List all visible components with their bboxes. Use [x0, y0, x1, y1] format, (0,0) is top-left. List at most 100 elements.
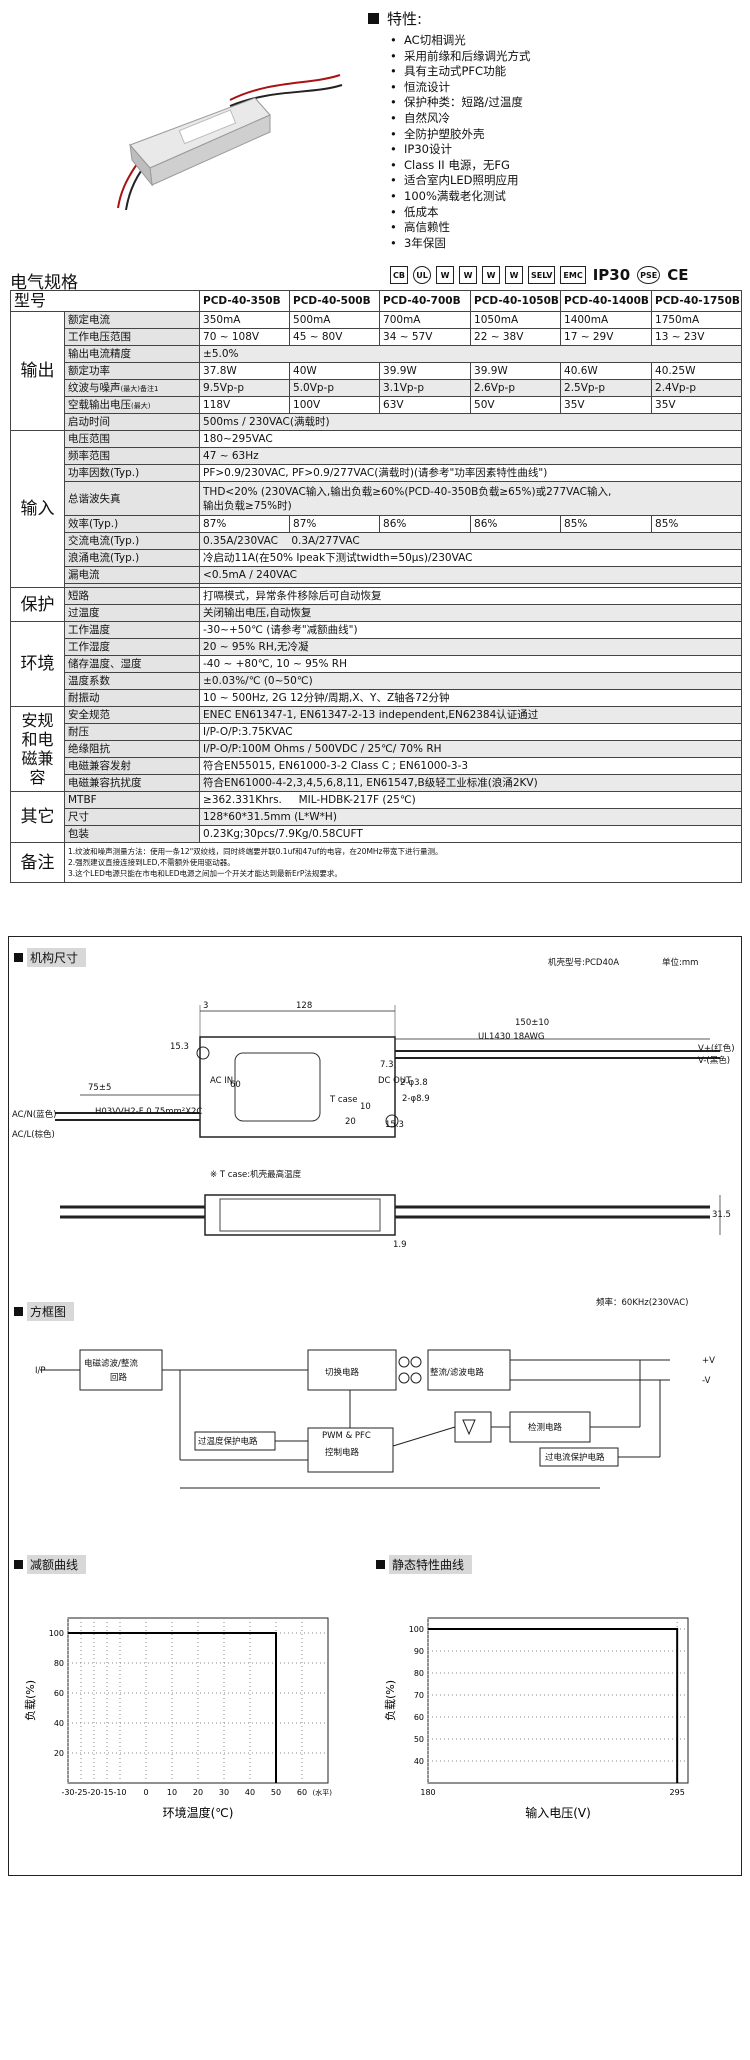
cell: 10 ~ 500Hz, 2G 12分钟/周期,X、Y、Z轴各72分钟 — [199, 689, 743, 707]
w-cert-icon: W — [505, 266, 523, 284]
terminal-vminus: V-(黑色) — [698, 1056, 731, 1066]
pwm-block-line2: 控制电路 — [325, 1448, 360, 1458]
dim-7-3: 7.3 — [380, 1060, 394, 1070]
square-bullet-icon — [376, 1560, 385, 1569]
row-label: 工作电压范围 — [63, 328, 201, 346]
emc-cert-icon: EMC — [560, 266, 586, 284]
x-tick-label: 0 — [143, 1788, 148, 1797]
dim-phi38: 2-φ3.8 — [400, 1078, 428, 1088]
cb-cert-icon: CB — [390, 266, 408, 284]
x-tick-label: 50 — [271, 1788, 281, 1797]
selv-cert-icon: SELV — [528, 266, 556, 284]
cell: 180~295VAC — [199, 430, 743, 448]
feature-item: 恒流设计 — [390, 80, 738, 96]
dim-1-9: 1.9 — [393, 1240, 407, 1250]
feature-item: Class II 电源，无FG — [390, 158, 738, 174]
cell: 35V — [651, 396, 743, 414]
feature-item: IP30设计 — [390, 142, 738, 158]
x-tick-label: 295 — [670, 1788, 685, 1797]
note-line: 2.强烈建议直接连接到LED,不需额外使用驱动器。 — [68, 858, 235, 867]
y-axis-label: 负载(%) — [383, 1680, 397, 1721]
row-label: 纹波与噪声(最大)备注1 — [63, 379, 201, 397]
cell: 700mA — [379, 311, 472, 329]
dim-input-cable: H03VVH2-F 0.75mm²X2C — [95, 1107, 203, 1117]
feature-item: 具有主动式PFC功能 — [390, 64, 738, 80]
row-label: 电压范围 — [63, 430, 201, 448]
cell: I/P-O/P:3.75KVAC — [199, 723, 743, 741]
row-label-text: 纹波与噪声 — [68, 381, 121, 394]
cell: 37.8W — [199, 362, 291, 380]
cell: 35V — [560, 396, 653, 414]
x-tick-label: 20 — [193, 1788, 203, 1797]
row-label: 输出电流精度 — [63, 345, 201, 363]
cell: 47 ~ 63Hz — [199, 447, 743, 465]
x-tick-label: -10 — [113, 1788, 126, 1797]
features-title: 特性: — [387, 10, 423, 28]
model-name: PCD-40-700B — [379, 290, 472, 312]
cell: 关闭输出电压,自动恢复 — [199, 604, 743, 622]
pwm-block-line1: PWM & PFC — [322, 1431, 371, 1441]
ip30-cert-icon: IP30 — [592, 266, 631, 284]
product-photo — [110, 60, 360, 211]
row-label: 过温度 — [63, 604, 201, 622]
model-name: PCD-40-1050B — [470, 290, 562, 312]
x-tick-label: -15 — [100, 1788, 113, 1797]
row-label: 启动时间 — [63, 413, 201, 431]
row-label: 空载输出电压(最大) — [63, 396, 201, 414]
cell: 打嗝模式，异常条件移除后可自动恢复 — [199, 587, 743, 605]
row-label: 耐压 — [63, 723, 201, 741]
cell: 63V — [379, 396, 472, 414]
block-title: 方框图 — [27, 1302, 75, 1321]
feature-item: 保护种类：短路/过温度 — [390, 95, 738, 111]
certification-logos: CB UL W W W W SELV EMC IP30 PSE CE — [390, 266, 691, 284]
terminal-vplus: V+(红色) — [698, 1044, 735, 1054]
cell: 5.0Vp-p — [289, 379, 381, 397]
static-section-title: 静态特性曲线 — [376, 1555, 473, 1574]
x-tick-label: -25 — [74, 1788, 87, 1797]
row-label: 包装 — [63, 825, 201, 843]
terminal-acl: AC/L(棕色) — [12, 1130, 55, 1140]
row-label-note: (最大) — [131, 401, 151, 410]
mech-section-title: 机构尺寸 — [14, 948, 87, 967]
category-environment: 环境 — [10, 621, 65, 707]
cell: 符合EN61000-4-2,3,4,5,6,8,11, EN61547,B级轻工… — [199, 774, 743, 792]
plot-area — [427, 1617, 689, 1784]
features-section: 特性: AC切相调光 采用前缘和后缘调光方式 具有主动式PFC功能 恒流设计 保… — [368, 8, 738, 251]
square-bullet-icon — [14, 953, 23, 962]
notes-cell: 1.纹波和噪声测量方法：使用一条12"双绞线，同时终端要并联0.1uf和47uf… — [63, 842, 743, 883]
cell: 118V — [199, 396, 291, 414]
y-tick-label: 100 — [49, 1629, 64, 1638]
dim-15-3b: 15.3 — [385, 1120, 404, 1130]
thd-line-2: 输出负载≥75%时) — [203, 499, 292, 512]
w-cert-icon: W — [459, 266, 477, 284]
cell: 50V — [470, 396, 562, 414]
row-label: 浪涌电流(Typ.) — [63, 549, 201, 567]
cell: 3.1Vp-p — [379, 379, 472, 397]
cell: 20 ~ 95% RH,无冷凝 — [199, 638, 743, 656]
y-tick-label: 100 — [409, 1625, 424, 1634]
dim-w2: 15.3 — [170, 1042, 189, 1052]
category-others: 其它 — [10, 791, 65, 843]
cell: 2.6Vp-p — [470, 379, 562, 397]
features-list: AC切相调光 采用前缘和后缘调光方式 具有主动式PFC功能 恒流设计 保护种类：… — [390, 33, 738, 251]
cell: 500mA — [289, 311, 381, 329]
cell: 1750mA — [651, 311, 743, 329]
x-tick-label: 10 — [167, 1788, 177, 1797]
x-tick-label: 180 — [420, 1788, 435, 1797]
ocp-block: 过电流保护电路 — [545, 1453, 605, 1463]
cell: 87% — [289, 515, 381, 533]
row-label: 频率范围 — [63, 447, 201, 465]
model-row: 型号 PCD-40-350B PCD-40-500B PCD-40-700B P… — [9, 290, 743, 312]
row-label-note: (最大)备注1 — [120, 384, 159, 393]
feature-item: 3年保固 — [390, 236, 738, 252]
cell: 34 ~ 57V — [379, 328, 472, 346]
cell: 0.23Kg;30pcs/7.9Kg/0.58CUFT — [199, 825, 743, 843]
x-unit-label: (水平) — [313, 1788, 333, 1797]
emi-block-line2: 回路 — [110, 1373, 128, 1383]
category-safety-emc: 安规和电磁兼容 — [10, 706, 65, 792]
square-bullet-icon — [14, 1307, 23, 1316]
cell: 87% — [199, 515, 291, 533]
row-label: 短路 — [63, 587, 201, 605]
